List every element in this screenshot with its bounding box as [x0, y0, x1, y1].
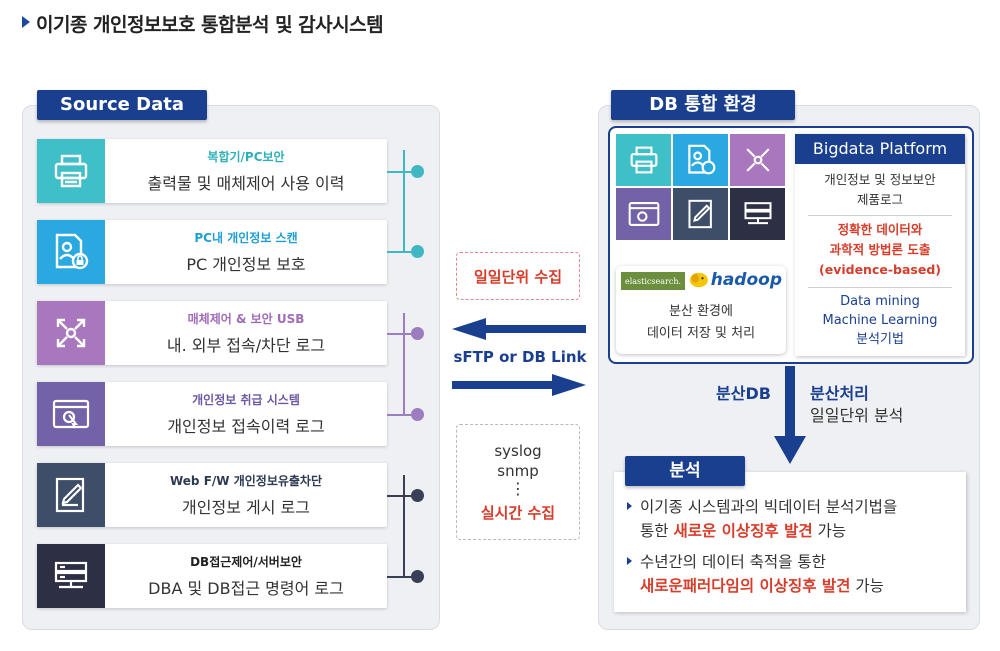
distributed-db-label: 분산DB [716, 384, 771, 403]
highlight-text: 새로운패러다임의 이상징후 발견 [640, 577, 851, 595]
analysis-bullet-1: 이기종 시스템과의 빅데이터 분석기법을 통한 새로운 이상징후 발견 가능 [640, 498, 898, 540]
user-lock-icon [687, 144, 715, 175]
connector-bracket-bot [403, 475, 405, 577]
db-tile-window [616, 188, 671, 240]
source-row-sub: 개인정보 취급 시스템 [192, 393, 300, 407]
connector-line [387, 576, 417, 578]
bigdata-item-mining: Data mining Machine Learning 분석기법 [822, 294, 938, 347]
source-row-dbaccess: DB접근제어/서버보안 DBA 및 DB접근 명령어 로그 [37, 544, 387, 608]
server-icon [54, 561, 88, 589]
daily-collect-label: 일일단위 수집 [473, 267, 563, 286]
snmp-label: snmp [497, 461, 539, 480]
realtime-label: 실시간 수집 [480, 503, 556, 522]
source-row-main: DBA 및 DB접근 명령어 로그 [148, 579, 344, 598]
db-tile-media [730, 134, 785, 186]
vertical-dots: ⋮ [510, 478, 526, 498]
source-icon-box [37, 463, 105, 527]
source-row-print: 복합기/PC보안 출력물 및 매체제어 사용 이력 [37, 139, 387, 203]
connector-line [387, 414, 417, 416]
realtime-box: syslog snmp ⋮ 실시간 수집 [456, 424, 580, 540]
connector-bracket-top [403, 150, 405, 252]
edit-document-icon [687, 199, 712, 229]
bigdata-header: Bigdata Platform [795, 134, 965, 164]
server-icon [744, 202, 771, 225]
highlight-text: 새로운 이상징후 발견 [673, 522, 813, 540]
source-row-sub: DB접근제어/서버보안 [190, 555, 302, 569]
title-arrow-icon [22, 16, 30, 28]
db-tile-user [673, 134, 728, 186]
source-row-pc-scan: PC내 개인정보 스캔 PC 개인정보 보호 [37, 220, 387, 284]
source-icon-box [37, 544, 105, 608]
connector-bracket-mid [403, 313, 405, 415]
connector-dot [411, 489, 424, 502]
right-arrow-icon [452, 374, 586, 396]
expand-arrows-icon [56, 318, 86, 348]
source-icon-box [37, 301, 105, 365]
expand-arrows-icon [745, 148, 770, 172]
source-row-main: PC 개인정보 보호 [186, 255, 306, 274]
printer-icon [54, 154, 88, 188]
connector-line [387, 495, 417, 497]
connector-line [387, 251, 417, 253]
connector-line [387, 333, 417, 335]
source-row-main: 개인정보 접속이력 로그 [167, 417, 325, 436]
source-row-webfw: Web F/W 개인정보유출차단 개인정보 게시 로그 [37, 463, 387, 527]
source-row-sub: Web F/W 개인정보유출차단 [169, 474, 323, 488]
source-row-media: 매체제어 & 보안 USB 내. 외부 접속/차단 로그 [37, 301, 387, 365]
db-tile-server [730, 188, 785, 240]
source-row-main: 출력물 및 매체제어 사용 이력 [147, 174, 345, 193]
analysis-bullet-2: 수년간의 데이터 축적을 통한 새로운패러다임의 이상징후 발견 가능 [640, 553, 884, 595]
connector-dot [411, 165, 424, 178]
source-icon-box [37, 220, 105, 284]
elasticsearch-logo: elasticsearch. [621, 272, 685, 290]
storage-text-2: 데이터 저장 및 처리 [646, 326, 756, 341]
page-title: 이기종 개인정보보호 통합분석 및 감사시스템 [36, 14, 384, 36]
hadoop-elephant-icon [689, 272, 708, 288]
daily-analysis-label: 일일단위 분석 [810, 406, 904, 425]
left-arrow-icon [452, 318, 586, 340]
connector-dot [411, 408, 424, 421]
distributed-proc-label: 분산처리 [810, 384, 869, 403]
analysis-label: 분석 [625, 456, 745, 486]
window-click-icon [52, 399, 90, 429]
edit-document-icon [55, 477, 85, 513]
syslog-label: syslog [494, 441, 542, 460]
bigdata-divider [808, 287, 952, 288]
connector-dot [411, 245, 424, 258]
source-panel-label: Source Data [37, 90, 207, 120]
db-panel-label: DB 통합 환경 [611, 90, 795, 120]
db-tile-print [616, 134, 671, 186]
bigdata-item-method: 정확한 데이터와 과학적 방법론 도출 (evidence-based) [819, 222, 941, 277]
source-row-main: 내. 외부 접속/차단 로그 [166, 336, 326, 355]
source-row-main: 개인정보 게시 로그 [182, 498, 310, 517]
source-row-handling: 개인정보 취급 시스템 개인정보 접속이력 로그 [37, 382, 387, 446]
printer-icon [630, 146, 657, 174]
bigdata-item-logs: 개인정보 및 정보보안 제품로그 [824, 172, 936, 207]
source-row-sub: 복합기/PC보안 [207, 150, 285, 164]
source-row-sub: 매체제어 & 보안 USB [187, 312, 305, 326]
window-click-icon [628, 202, 659, 226]
connector-line [387, 171, 417, 173]
analysis-box [614, 472, 966, 612]
source-icon-box [37, 139, 105, 203]
connector-dot [411, 570, 424, 583]
bigdata-divider [808, 215, 952, 216]
connector-dot [411, 327, 424, 340]
user-lock-icon [55, 233, 89, 270]
hadoop-logo: hadoop [688, 268, 782, 292]
source-icon-box [37, 382, 105, 446]
bigdata-box [795, 134, 965, 356]
daily-collect-box: 일일단위 수집 [456, 252, 580, 300]
bullet-arrow-icon [627, 557, 632, 565]
down-arrow-icon [774, 366, 806, 464]
db-tile-edit [673, 188, 728, 240]
source-row-sub: PC내 개인정보 스캔 [194, 231, 298, 245]
transfer-label: sFTP or DB Link [453, 348, 587, 366]
storage-text-1: 분산 환경에 [669, 304, 733, 319]
bullet-arrow-icon [627, 502, 632, 510]
